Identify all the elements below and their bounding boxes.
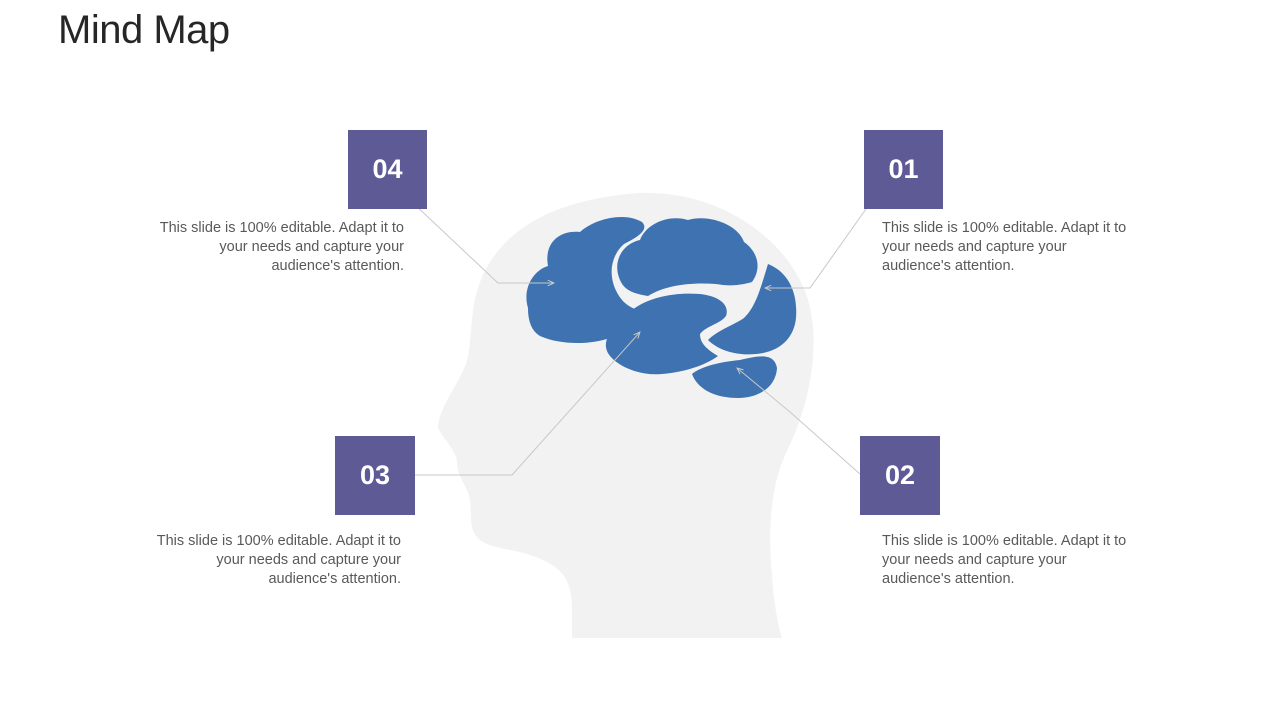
connector-02 xyxy=(737,368,861,475)
parietal-lobe-shape xyxy=(617,218,758,296)
cerebellum-shape xyxy=(692,356,777,398)
node-badge-02: 02 xyxy=(860,436,940,515)
node-badge-03: 03 xyxy=(335,436,415,515)
slide-title: Mind Map xyxy=(58,8,230,52)
occipital-lobe-shape xyxy=(708,264,797,355)
node-text-04: This slide is 100% editable. Adapt it to… xyxy=(159,220,404,274)
connector-04 xyxy=(411,201,554,283)
node-badge-01: 01 xyxy=(864,130,943,209)
temporal-lobe-shape xyxy=(605,293,727,375)
node-text-02: This slide is 100% editable. Adapt it to… xyxy=(882,533,1127,587)
node-text-01: This slide is 100% editable. Adapt it to… xyxy=(882,220,1127,274)
connector-03 xyxy=(415,332,640,476)
node-text-03: This slide is 100% editable. Adapt it to… xyxy=(156,533,401,587)
brain-icon xyxy=(526,217,797,398)
frontal-lobe-shape xyxy=(526,217,646,344)
node-badge-04: 04 xyxy=(348,130,427,209)
connector-01 xyxy=(765,208,867,288)
